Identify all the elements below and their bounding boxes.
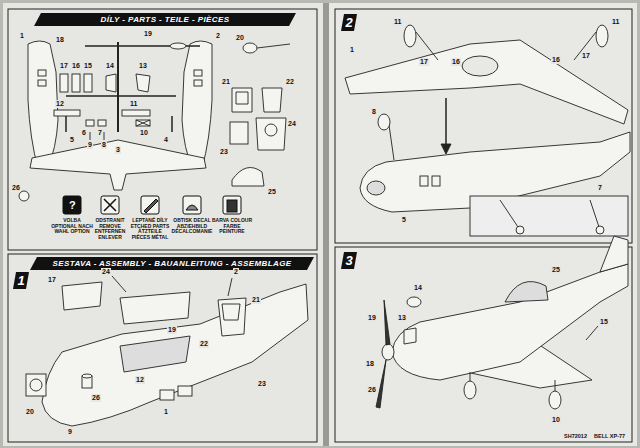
legend-text: BARVA COLOUR FARBE PEINTURE bbox=[211, 218, 253, 235]
callout-number: 15 bbox=[83, 62, 93, 70]
callout-number: 6 bbox=[81, 129, 87, 137]
legend-text: VOLBA OPTIONAL NACH WAHL OPTION bbox=[51, 218, 93, 235]
callout-number: 8 bbox=[101, 141, 107, 149]
callout-number: 11 bbox=[129, 100, 138, 108]
callout-number: 7 bbox=[597, 184, 603, 192]
callout-number: 23 bbox=[219, 148, 229, 156]
callout-number: 18 bbox=[55, 36, 65, 44]
callout-number: 17 bbox=[59, 62, 69, 70]
callout-number: 17 bbox=[581, 52, 591, 60]
callout-number: 24 bbox=[101, 268, 111, 276]
callout-number: 5 bbox=[401, 216, 407, 224]
callout-number: 9 bbox=[67, 428, 73, 436]
callout-number: 21 bbox=[251, 296, 261, 304]
callout-number: 10 bbox=[139, 129, 149, 137]
callout-number: 16 bbox=[71, 62, 81, 70]
callout-number: 15 bbox=[599, 318, 609, 326]
callout-number: 20 bbox=[25, 408, 35, 416]
callout-number: 23 bbox=[257, 380, 267, 388]
kit-code: BELL XP-77 bbox=[593, 433, 626, 439]
step-label: 2 bbox=[345, 15, 352, 30]
legend-text: OBTISK DECAL ABZIEHBILD DÉCALCOMANIE bbox=[171, 218, 213, 235]
callout-number: 26 bbox=[367, 386, 377, 394]
callout-number: 11 bbox=[393, 18, 402, 26]
callout-number: 24 bbox=[287, 120, 297, 128]
callout-number: 22 bbox=[285, 78, 295, 86]
callout-number: 7 bbox=[97, 129, 103, 137]
section-band: SESTAVA - ASSEMBLY - BAUANLEITUNG - ASSE… bbox=[30, 257, 314, 270]
section-heading: SESTAVA - ASSEMBLY - BAUANLEITUNG - ASSE… bbox=[53, 259, 292, 268]
callout-number: 13 bbox=[397, 314, 407, 322]
kit-code: SH72012 bbox=[563, 433, 588, 439]
section-band: DÍLY - PARTS - TEILE - PIÈCES bbox=[34, 13, 296, 26]
callout-number: 1 bbox=[349, 46, 355, 54]
callout-number: 17 bbox=[419, 58, 429, 66]
callout-number: 5 bbox=[69, 136, 75, 144]
callout-number: 14 bbox=[105, 62, 115, 70]
callout-number: 8 bbox=[371, 108, 377, 116]
legend-text: ODSTRANIT REMOVE ENTFERNEN ENLEVER bbox=[89, 218, 131, 240]
callout-number: 26 bbox=[11, 184, 21, 192]
legend-text: LEPTANÉ DÍLY ETCHED PARTS ÄTZTEILE PIÈCE… bbox=[129, 218, 171, 240]
callout-number: 20 bbox=[235, 34, 245, 42]
callout-number: 25 bbox=[551, 266, 561, 274]
callout-number: 17 bbox=[47, 276, 57, 284]
step-label: 1 bbox=[17, 273, 24, 288]
callout-number: 21 bbox=[221, 78, 231, 86]
callout-number: 11 bbox=[611, 18, 620, 26]
section-heading: DÍLY - PARTS - TEILE - PIÈCES bbox=[101, 15, 230, 24]
callout-number: 4 bbox=[163, 136, 169, 144]
callout-number: 10 bbox=[551, 416, 561, 424]
step-label: 3 bbox=[345, 253, 352, 268]
callout-number: 26 bbox=[91, 394, 101, 402]
callout-number: 19 bbox=[167, 326, 177, 334]
symbol-mark: ? bbox=[69, 199, 76, 211]
callout-number: 22 bbox=[199, 340, 209, 348]
callout-number: 1 bbox=[19, 32, 25, 40]
callout-number: 16 bbox=[451, 58, 461, 66]
callout-number: 9 bbox=[87, 141, 93, 149]
callout-number: 13 bbox=[138, 62, 148, 70]
callout-number: 18 bbox=[365, 360, 375, 368]
callout-number: 19 bbox=[367, 314, 377, 322]
callout-number: 12 bbox=[55, 100, 65, 108]
callout-number: 12 bbox=[135, 376, 145, 384]
callout-number: 2 bbox=[233, 268, 239, 276]
callout-number: 19 bbox=[143, 30, 153, 38]
callout-number: 1 bbox=[163, 408, 169, 416]
callout-number: 16 bbox=[551, 56, 561, 64]
callout-number: 25 bbox=[267, 188, 277, 196]
callout-number: 2 bbox=[215, 32, 221, 40]
callout-number: 14 bbox=[413, 284, 423, 292]
callout-number: 3 bbox=[115, 146, 121, 154]
